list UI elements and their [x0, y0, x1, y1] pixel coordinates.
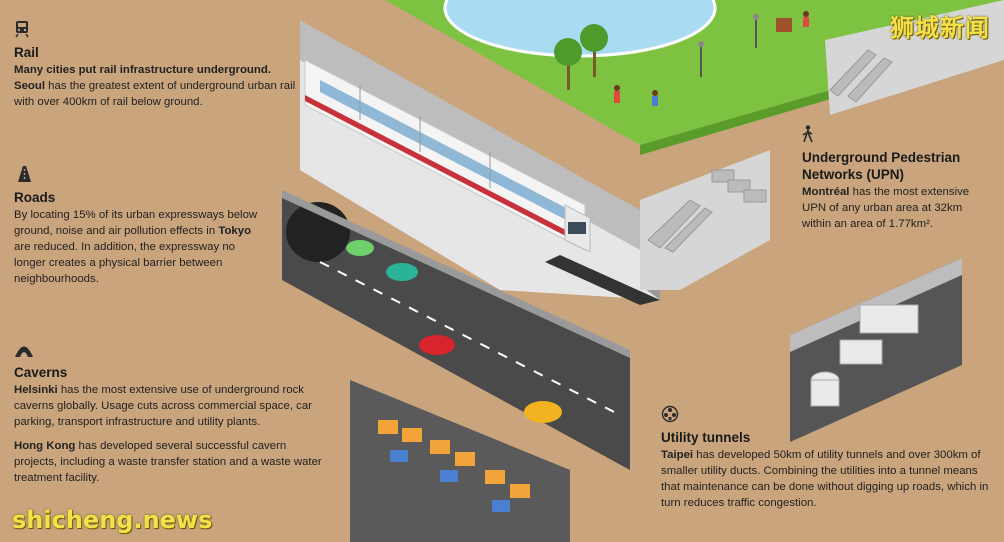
- road-lane-markings: [319, 261, 621, 416]
- caverns-title: Caverns: [14, 365, 68, 380]
- caverns-city2: Hong Kong: [14, 440, 76, 452]
- rail-lead: Many cities put rail infrastructure unde…: [14, 64, 271, 76]
- rail-text: Many cities put rail infrastructure unde…: [14, 62, 304, 110]
- utility-text: Taipei has developed 50km of utility tun…: [661, 447, 996, 511]
- roads-text1: By locating 15% of its urban expressways…: [14, 209, 258, 237]
- upn-section: Underground Pedestrian Networks (UPN) Mo…: [802, 125, 992, 232]
- caverns-city1: Helsinki: [14, 384, 58, 396]
- caverns-text2: Hong Kong has developed several successf…: [14, 438, 324, 486]
- upn-city: Montréal: [802, 186, 850, 198]
- cavern-icon: [15, 346, 33, 357]
- utility-icon: [661, 405, 679, 423]
- upper-escalator-icon: [829, 49, 893, 103]
- utility-machines-icon: [810, 304, 919, 407]
- tree-icon: [554, 24, 608, 90]
- train-icon: [304, 59, 591, 253]
- road-top-edge: [282, 190, 630, 358]
- warehouse-shelves-icon: [378, 420, 530, 512]
- upn-text: Montréal has the most extensive UPN of a…: [802, 184, 992, 232]
- train-icon: [15, 21, 29, 38]
- watermark-bottom-left: shicheng.news: [12, 506, 213, 534]
- road-icon: [18, 166, 31, 182]
- roads-title: Roads: [14, 190, 56, 205]
- watermark-top-right: 狮城新闻: [890, 14, 990, 42]
- surface-people-icon: [614, 11, 809, 106]
- escalator-icon: [647, 169, 767, 253]
- caverns-text1: Helsinki has the most extensive use of u…: [14, 382, 324, 430]
- upn-hall: [640, 150, 770, 290]
- car-icon: [346, 240, 562, 423]
- pedestrian-icon: [802, 125, 813, 143]
- utility-body: has developed 50km of utility tunnels an…: [661, 449, 989, 509]
- roads-text2: are reduced. In addition, the expressway…: [14, 241, 235, 285]
- rail-section: Rail Many cities put rail infrastructure…: [14, 20, 304, 110]
- upn-body: has the most extensive UPN of any urban …: [802, 186, 970, 230]
- utility-city: Taipei: [661, 449, 694, 461]
- caverns-body2: has developed several successful cavern …: [14, 440, 322, 484]
- rail-title: Rail: [14, 45, 39, 60]
- roads-text: By locating 15% of its urban expressways…: [14, 207, 264, 287]
- rail-city: Seoul: [14, 80, 46, 92]
- caverns-section: Caverns Helsinki has the most extensive …: [14, 342, 324, 486]
- upn-title: Underground Pedestrian Networks (UPN): [802, 150, 961, 182]
- roads-city: Tokyo: [218, 225, 252, 237]
- caverns-body1: has the most extensive use of undergroun…: [14, 384, 312, 428]
- utility-section: Utility tunnels Taipei has developed 50k…: [661, 405, 996, 511]
- roads-section: Roads By locating 15% of its urban expre…: [14, 165, 264, 287]
- rail-rest: has the greatest extent of underground u…: [14, 80, 296, 108]
- rail-track: [545, 255, 660, 305]
- utility-title: Utility tunnels: [661, 430, 751, 445]
